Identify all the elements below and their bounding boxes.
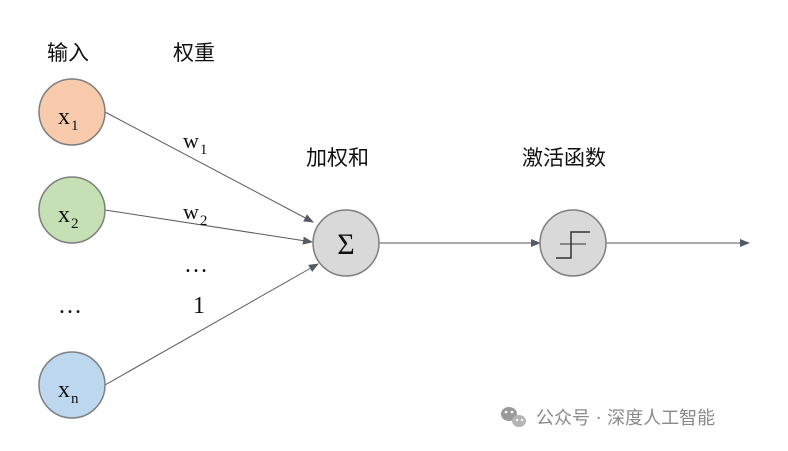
weight-w2-base: w	[183, 199, 199, 224]
wechat-icon	[501, 407, 526, 427]
weight-w1: w1	[183, 128, 207, 158]
input-node-x2: x2	[38, 176, 106, 244]
input-x2-base: x	[58, 202, 70, 228]
edge-x2-to-sum	[104, 209, 313, 245]
input-x2-subscript: 2	[71, 216, 79, 232]
edge-x1-to-sum	[104, 111, 314, 223]
weight-w2: w2	[183, 199, 207, 229]
weighted-sum-header: 加权和	[306, 146, 369, 170]
weight-w1-subscript: 1	[200, 142, 208, 158]
step-function-icon	[556, 231, 590, 259]
input-x1-base: x	[58, 104, 70, 130]
input-x1-subscript: 1	[71, 118, 79, 134]
input-xn-subscript: n	[71, 391, 79, 407]
input-node-x1: x1	[38, 78, 106, 146]
weight-w1-base: w	[183, 128, 199, 153]
bias-label: 1	[193, 293, 205, 319]
watermark: 公众号 · 深度人工智能	[501, 407, 715, 429]
edge-xn-to-sum	[104, 263, 319, 386]
summation-node: Σ	[312, 209, 380, 277]
weight-header: 权重	[173, 41, 215, 65]
input-node-xn: xn	[38, 351, 106, 419]
svg-text:x1: x1	[58, 104, 79, 134]
input-xn-base: x	[58, 377, 70, 403]
weight-w2-subscript: 2	[200, 213, 208, 229]
weight-ellipsis: …	[184, 252, 208, 278]
activation-node	[539, 209, 607, 277]
sigma-symbol: Σ	[337, 228, 354, 261]
input-header: 输入	[47, 41, 89, 65]
watermark-text: 公众号 · 深度人工智能	[536, 408, 715, 429]
svg-text:xn: xn	[58, 377, 79, 407]
svg-text:x2: x2	[58, 202, 79, 232]
input-ellipsis: …	[58, 293, 82, 319]
activation-header: 激活函数	[522, 146, 606, 170]
